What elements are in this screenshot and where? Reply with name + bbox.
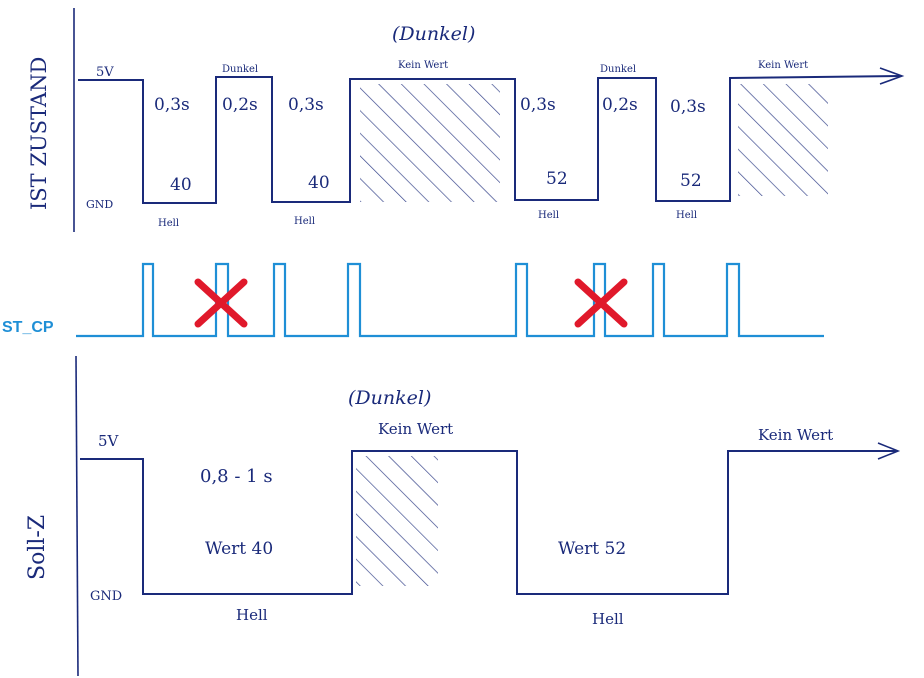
segment-bright-label: Hell — [158, 218, 179, 229]
segment-duration: 0,2s — [602, 95, 638, 115]
segment-6: Dunkel 0,2s — [600, 64, 638, 115]
bottom-value-1: Wert 40 — [205, 539, 273, 559]
bottom-side-label: Soll-Z — [25, 515, 50, 580]
top-arrow-head — [879, 67, 905, 85]
top-hatch-2 — [738, 84, 828, 196]
segment-bright-label: Hell — [294, 216, 315, 227]
bottom-no-value-1: Kein Wert — [378, 420, 453, 438]
cross-mark-2 — [574, 278, 628, 328]
segment-no-value-label: Kein Wert — [758, 60, 808, 71]
segment-8: Kein Wert — [758, 60, 808, 71]
top-signal-waveform — [78, 75, 901, 204]
bottom-duration: 0,8 - 1 s — [200, 466, 273, 487]
bottom-diagram: Soll-Z 5V GND (Dunkel) Kein Wert 0,8 - 1… — [25, 355, 901, 677]
segment-1: 0,3s 40 Hell — [154, 95, 192, 229]
segment-4: Kein Wert — [398, 60, 448, 71]
bottom-value-2: Wert 52 — [558, 539, 626, 559]
bottom-no-value-2: Kein Wert — [758, 426, 833, 444]
bottom-signal-waveform — [80, 450, 896, 595]
bottom-bright-1: Hell — [236, 606, 268, 624]
cross-mark-1 — [194, 278, 248, 328]
bottom-axis-line — [75, 355, 79, 677]
segment-no-value-label: Kein Wert — [398, 60, 448, 71]
bottom-arrow-head — [877, 442, 901, 460]
segment-value: 52 — [546, 169, 568, 189]
segment-duration: 0,3s — [288, 95, 324, 115]
segment-dark-label: Dunkel — [600, 64, 636, 75]
segment-duration: 0,3s — [520, 95, 556, 115]
bottom-level-high: 5V — [98, 432, 120, 450]
bottom-bright-2: Hell — [592, 610, 624, 628]
top-hatch-1 — [360, 84, 500, 202]
segment-value: 52 — [680, 171, 702, 191]
stcp-waveform — [76, 262, 824, 338]
stcp-label: ST_CP — [2, 319, 54, 336]
segment-5: 0,3s 52 Hell — [520, 95, 568, 221]
segment-3: 0,3s 40 Hell — [288, 95, 330, 227]
segment-bright-label: Hell — [676, 210, 697, 221]
segment-value: 40 — [308, 173, 330, 193]
segment-bright-label: Hell — [538, 210, 559, 221]
top-annotation-dark: (Dunkel) — [392, 23, 475, 45]
segment-2: Dunkel 0,2s — [222, 64, 258, 115]
segment-7: 0,3s 52 Hell — [670, 97, 706, 221]
segment-dark-label: Dunkel — [222, 64, 258, 75]
top-side-label: IST ZUSTAND — [27, 57, 51, 210]
segment-duration: 0,3s — [670, 97, 706, 117]
top-diagram: IST ZUSTAND 5V GND (Dunkel) 0,3s 40 Hell… — [27, 8, 905, 232]
segment-duration: 0,3s — [154, 95, 190, 115]
bottom-level-low: GND — [90, 589, 122, 604]
top-level-high: 5V — [96, 65, 114, 80]
top-level-low: GND — [86, 198, 113, 211]
segment-value: 40 — [170, 175, 192, 195]
stcp-signal: ST_CP — [2, 262, 824, 338]
bottom-annotation-dark: (Dunkel) — [348, 387, 431, 409]
bottom-hatch — [356, 456, 438, 586]
segment-duration: 0,2s — [222, 95, 258, 115]
